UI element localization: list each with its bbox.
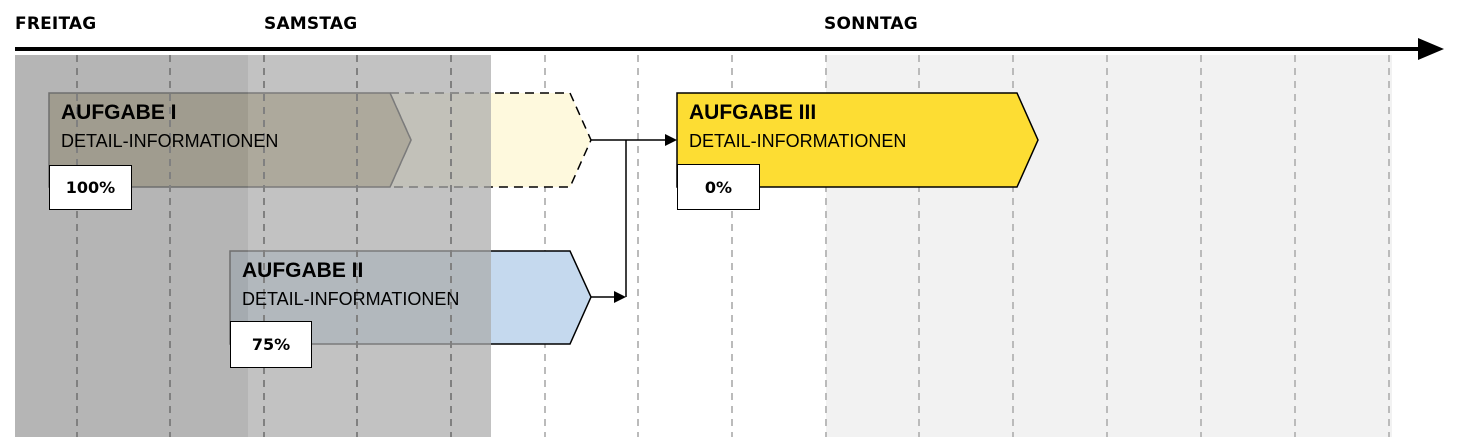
arrow-head-task3 bbox=[665, 134, 677, 146]
day-label-friday: FREITAG bbox=[15, 14, 97, 34]
grid-lines bbox=[544, 55, 1390, 437]
day-label-saturday: SAMSTAG bbox=[264, 14, 358, 34]
task-2-detail: DETAIL-INFORMATIONEN bbox=[242, 289, 460, 309]
task-3-progress: 0% bbox=[677, 164, 760, 210]
current-day-overlay bbox=[248, 55, 491, 437]
task-2-title: AUFGABE II bbox=[242, 259, 364, 282]
completed-overlay bbox=[15, 55, 248, 437]
task-3-detail: DETAIL-INFORMATIONEN bbox=[689, 131, 907, 151]
task-1-title: AUFGABE I bbox=[61, 101, 177, 124]
task-2-progress: 75% bbox=[230, 321, 312, 368]
task-3-title: AUFGABE III bbox=[689, 101, 817, 124]
grid-lines-overlay bbox=[76, 55, 452, 437]
task-1-detail: DETAIL-INFORMATIONEN bbox=[61, 131, 279, 151]
day-label-sunday: SONNTAG bbox=[824, 14, 918, 34]
task-1-progress: 100% bbox=[49, 165, 132, 210]
arrow-head-task2 bbox=[614, 291, 626, 303]
dependency-connectors bbox=[591, 139, 666, 298]
timeline-arrow-icon bbox=[1418, 38, 1444, 60]
